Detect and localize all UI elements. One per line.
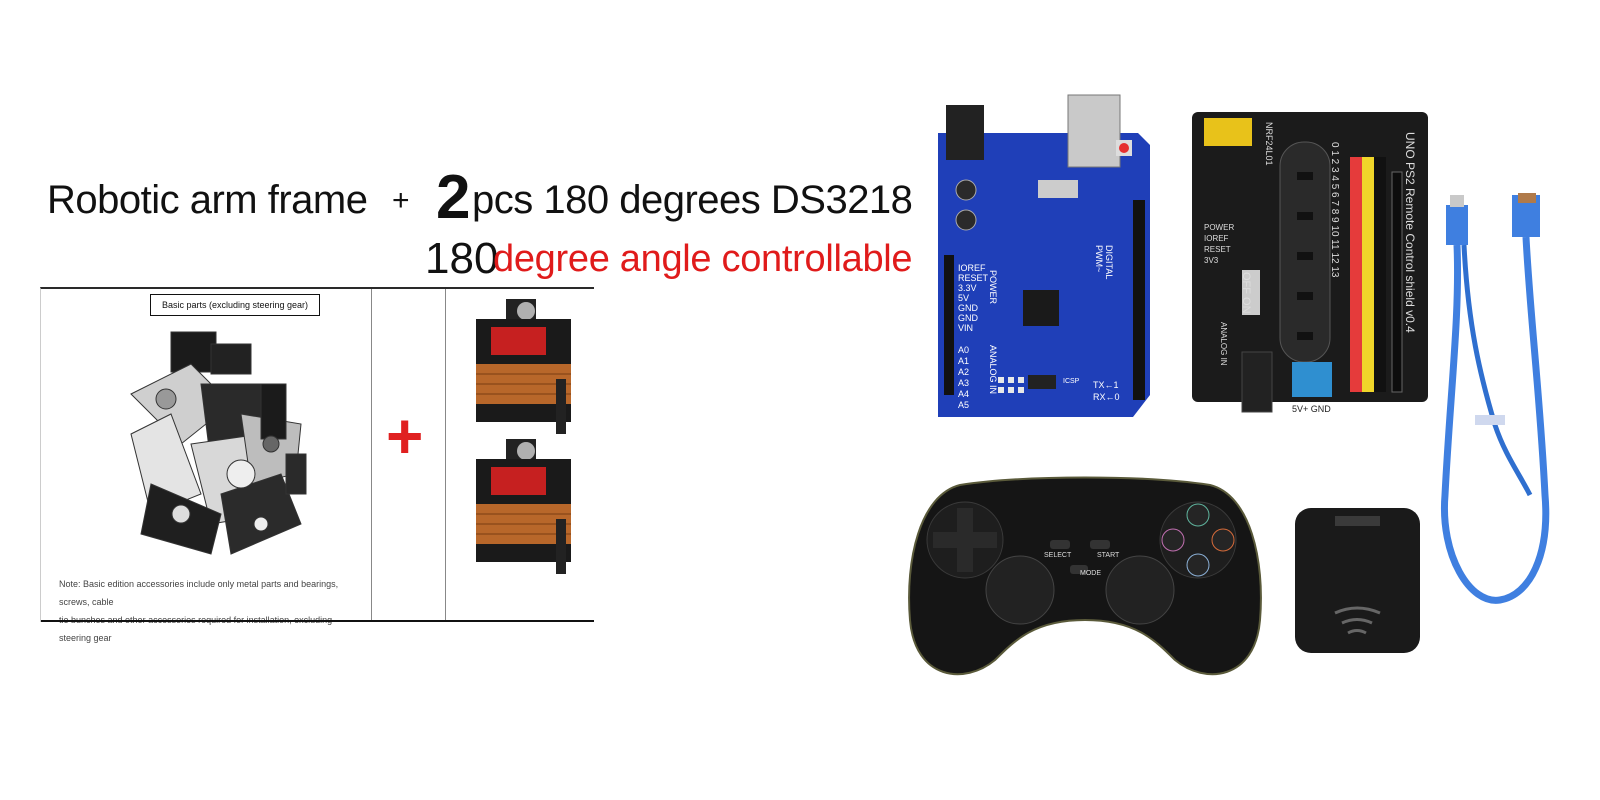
select-label: SELECT xyxy=(1044,552,1072,559)
shield-analog-label: ANALOG IN xyxy=(1219,322,1228,366)
pin-label: IOREF xyxy=(1204,234,1229,243)
rx-label: RX←0 xyxy=(1093,392,1120,402)
pin-label: IOREF xyxy=(958,263,986,273)
panel-bottom-rule xyxy=(41,620,594,622)
product-title: Robotic arm frame + 2 pcs 180 degrees DS… xyxy=(47,163,913,232)
ps2-shield: UNO PS2 Remote Control shield v0.4 NRF24… xyxy=(1192,112,1428,422)
power-pin-labels: IOREF RESET 3.3V 5V GND GND VIN xyxy=(958,263,998,333)
uno-board: IOREF RESET 3.3V 5V GND GND VIN A0 A1 A2… xyxy=(938,94,1150,417)
pin-label: RESET xyxy=(1204,245,1231,254)
mode-label: MODE xyxy=(1080,570,1101,577)
angle-text: degree angle controllable xyxy=(493,238,913,280)
pin-label: A5 xyxy=(958,400,970,410)
shield-title: UNO PS2 Remote Control shield v0.4 xyxy=(1403,132,1417,333)
plus-icon: + xyxy=(386,400,424,472)
shield-power-labels: POWER IOREF RESET 3V3 xyxy=(1204,222,1234,266)
metal-parts-image xyxy=(130,331,307,555)
pin-label: GND xyxy=(958,303,978,313)
start-label: START xyxy=(1097,552,1120,559)
tx-label: TX←1 xyxy=(1093,380,1119,390)
angle-number: 180 xyxy=(425,234,499,283)
ps2-controller-image xyxy=(908,476,1262,676)
servo-text: pcs 180 degrees DS3218 xyxy=(472,178,913,222)
panel-divider xyxy=(371,289,372,622)
note-line: tie bunches and other accessories requir… xyxy=(59,615,332,643)
basic-parts-label: Basic parts (excluding steering gear) xyxy=(150,294,320,316)
servo-image-bottom xyxy=(476,439,571,574)
pin-label: POWER xyxy=(1204,223,1235,232)
servo-image-top xyxy=(476,299,571,434)
icsp-label: ICSP xyxy=(1063,378,1080,385)
pin-label: A2 xyxy=(958,367,970,377)
quantity-number: 2 xyxy=(436,163,471,232)
angle-line: 180 degree angle controllable xyxy=(425,232,913,283)
note-line: Note: Basic edition accessories include … xyxy=(59,579,339,607)
voltage-label: 5V+ GND xyxy=(1292,404,1331,414)
pin-label: A4 xyxy=(958,389,970,399)
pin-label: 5V xyxy=(958,293,970,303)
pin-label: A1 xyxy=(958,356,970,366)
switch-label: OFF ON xyxy=(1240,272,1252,314)
analog-pin-labels: A0 A1 A2 A3 A4 A5 xyxy=(958,345,988,411)
pin-numbers: 0 1 2 3 4 5 6 7 8 9 10 11 12 13 xyxy=(1329,142,1340,278)
wireless-receiver-image xyxy=(1295,508,1420,653)
plus-sign: + xyxy=(392,184,410,217)
pin-label: RESET xyxy=(958,273,989,283)
note-text: Note: Basic edition accessories include … xyxy=(59,575,359,647)
digital-label: DIGITAL PWM~ xyxy=(1094,245,1114,280)
pin-label: 3V3 xyxy=(1204,256,1219,265)
nrf-label: NRF24L01 xyxy=(1264,122,1274,166)
power-label: POWER xyxy=(988,270,998,305)
pin-label: A0 xyxy=(958,345,970,355)
analog-label: ANALOG IN xyxy=(988,345,998,395)
pin-label: A3 xyxy=(958,378,970,388)
frame-text: Robotic arm frame xyxy=(47,178,368,222)
panel-divider xyxy=(445,289,446,622)
pin-label: VIN xyxy=(958,323,974,333)
product-panel: Basic parts (excluding steering gear) + xyxy=(40,287,594,643)
usb-cable-image xyxy=(1440,193,1550,604)
pin-label: GND xyxy=(958,313,978,323)
pin-label: 3.3V xyxy=(958,283,977,293)
